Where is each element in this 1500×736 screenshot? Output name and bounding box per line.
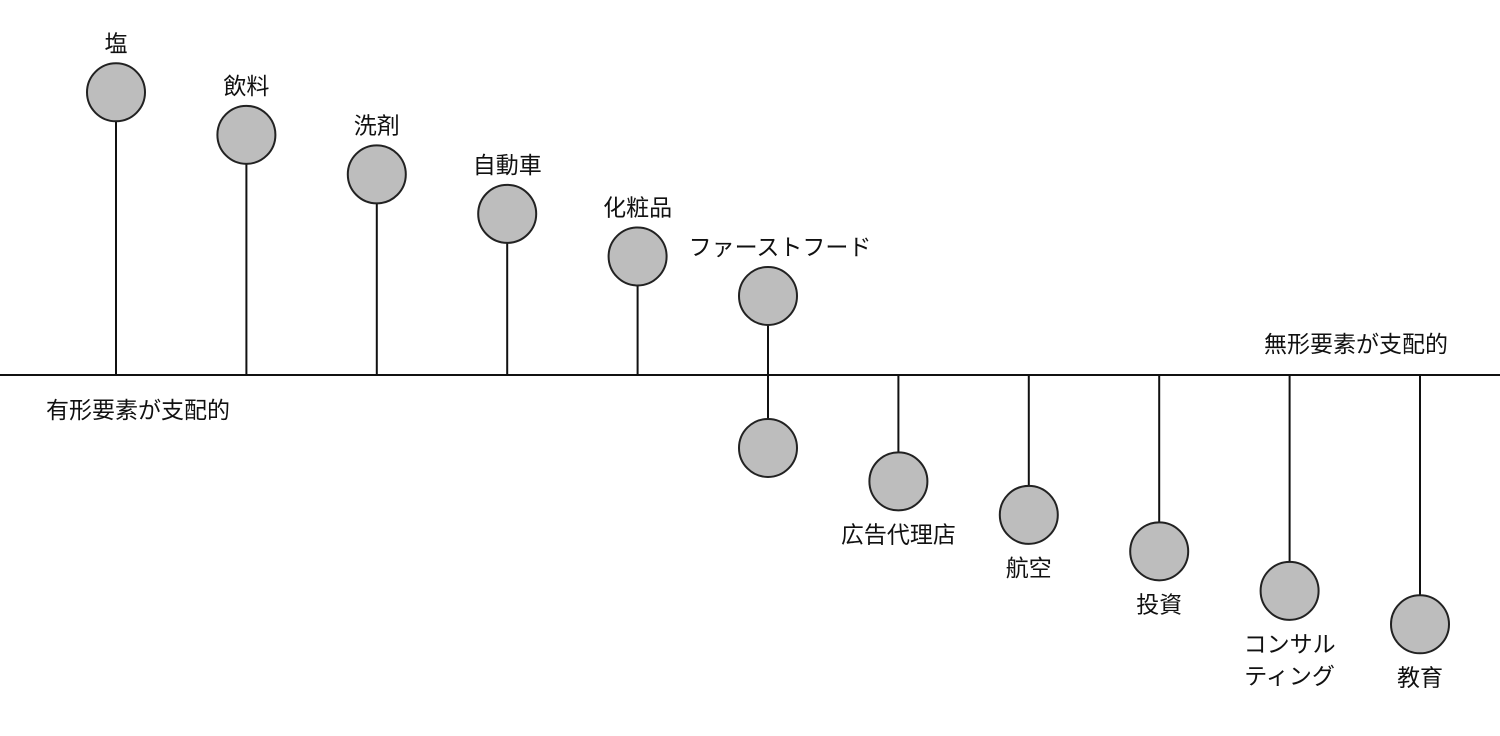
- item-9: 投資: [1129, 375, 1190, 618]
- items-layer: 塩飲料洗剤自動車化粧品ファーストフード広告代理店航空投資コンサルティング教育: [86, 31, 1450, 691]
- item-1: 塩: [86, 31, 146, 375]
- item-2-upper-node: [216, 104, 277, 165]
- item-10-node: [1259, 560, 1320, 621]
- item-9-label: 投資: [1136, 592, 1182, 618]
- item-11-label: 教育: [1397, 665, 1443, 691]
- item-11-node: [1390, 594, 1450, 655]
- item-6-lower-node: [738, 417, 798, 478]
- item-6-upper-node: [738, 265, 798, 326]
- item-8-label: 航空: [1006, 556, 1052, 582]
- item-8: 航空: [998, 375, 1059, 582]
- intangible-dominant-label: 無形要素が支配的: [1264, 332, 1448, 358]
- item-7-node: [868, 451, 929, 512]
- item-5: 化粧品: [603, 195, 672, 375]
- item-3-label: 洗剤: [354, 113, 400, 139]
- item-4-label: 自動車: [473, 153, 542, 179]
- item-3-upper-node: [346, 144, 407, 205]
- item-4-upper-node: [477, 183, 538, 244]
- item-3: 洗剤: [346, 113, 407, 375]
- item-6: ファーストフード: [689, 235, 872, 478]
- tangible-dominant-label: 有形要素が支配的: [46, 398, 230, 424]
- item-6-label: ファーストフード: [689, 235, 872, 261]
- item-7: 広告代理店: [841, 375, 956, 548]
- item-5-label: 化粧品: [603, 195, 672, 221]
- item-4: 自動車: [473, 153, 542, 375]
- item-2: 飲料: [216, 74, 277, 375]
- item-2-label: 飲料: [223, 74, 269, 100]
- item-9-node: [1129, 521, 1190, 582]
- item-7-label: 広告代理店: [841, 522, 956, 548]
- item-11: 教育: [1390, 375, 1450, 691]
- item-1-label: 塩: [105, 31, 128, 57]
- item-1-upper-node: [86, 62, 146, 123]
- item-10-label-line-2: ティング: [1244, 664, 1335, 690]
- item-10-label-line-1: コンサル: [1244, 632, 1336, 658]
- item-5-upper-node: [607, 226, 668, 287]
- item-8-node: [998, 484, 1059, 545]
